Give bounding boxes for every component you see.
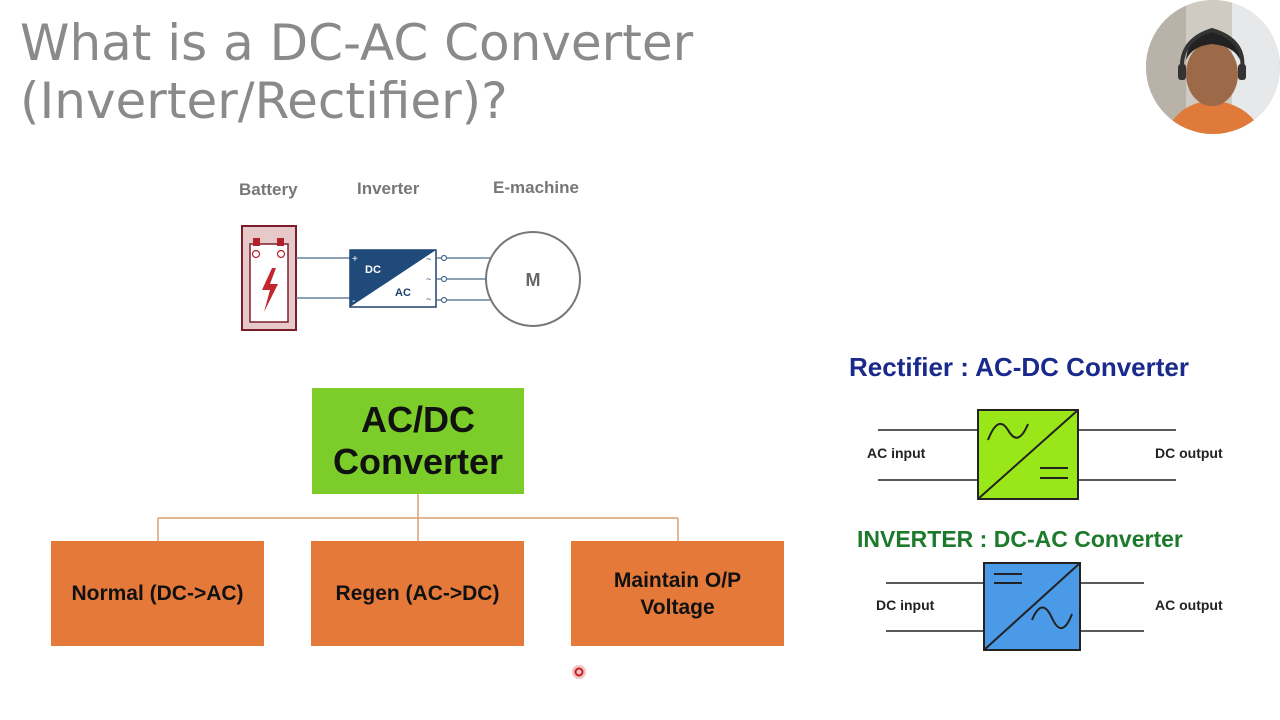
inverter-label: Inverter [357, 179, 420, 198]
mode-normal-box: Normal (DC->AC) [51, 541, 264, 646]
svg-text:~: ~ [426, 294, 431, 304]
converter-root-box: AC/DC Converter [312, 388, 524, 494]
inverter-ac-text: AC [395, 287, 411, 299]
rectifier-input-label: AC input [867, 445, 926, 461]
mode-regen-box: Regen (AC->DC) [311, 541, 524, 646]
svg-text:~: ~ [426, 274, 431, 284]
presenter-webcam [1146, 0, 1280, 134]
converter-root-line2: Converter [332, 441, 504, 482]
rectifier-symbol [878, 409, 1176, 500]
slide-title-line1: What is a DC-AC Converter [20, 14, 694, 72]
inverter-title: INVERTER : DC-AC Converter [857, 526, 1183, 552]
motor-icon: M [485, 231, 581, 327]
motor-text: M [526, 270, 541, 290]
inverter-symbol [886, 562, 1144, 651]
pointer-marker [572, 665, 586, 679]
battery-icon [241, 225, 297, 331]
slide-title-line2: (Inverter/Rectifier)? [20, 72, 508, 130]
presenter-avatar [1146, 0, 1280, 134]
mode-maintain-line2: Voltage [640, 595, 715, 619]
rectifier-title: Rectifier : AC-DC Converter [849, 352, 1189, 382]
inverter-output-label: AC output [1155, 597, 1223, 613]
inverter-input-label: DC input [876, 597, 935, 613]
mode-normal-label: Normal (DC->AC) [71, 582, 244, 605]
three-phase-wires [436, 254, 490, 304]
svg-text:~: ~ [426, 254, 431, 264]
mode-maintain-box: Maintain O/P Voltage [571, 541, 784, 646]
battery-label: Battery [239, 180, 298, 199]
svg-text:+: + [352, 254, 358, 265]
rectifier-output-label: DC output [1155, 445, 1223, 461]
mode-regen-label: Regen (AC->DC) [335, 582, 500, 605]
tree-connectors [157, 494, 679, 541]
emachine-label: E-machine [493, 178, 579, 197]
inverter-block: DC AC + - ~ ~ ~ [349, 249, 437, 308]
svg-text:-: - [352, 296, 355, 307]
slide-title: What is a DC-AC Converter (Inverter/Rect… [20, 14, 920, 130]
inverter-dc-text: DC [365, 264, 381, 276]
mode-maintain-line1: Maintain O/P [613, 568, 742, 592]
converter-root-line1: AC/DC [361, 399, 475, 440]
